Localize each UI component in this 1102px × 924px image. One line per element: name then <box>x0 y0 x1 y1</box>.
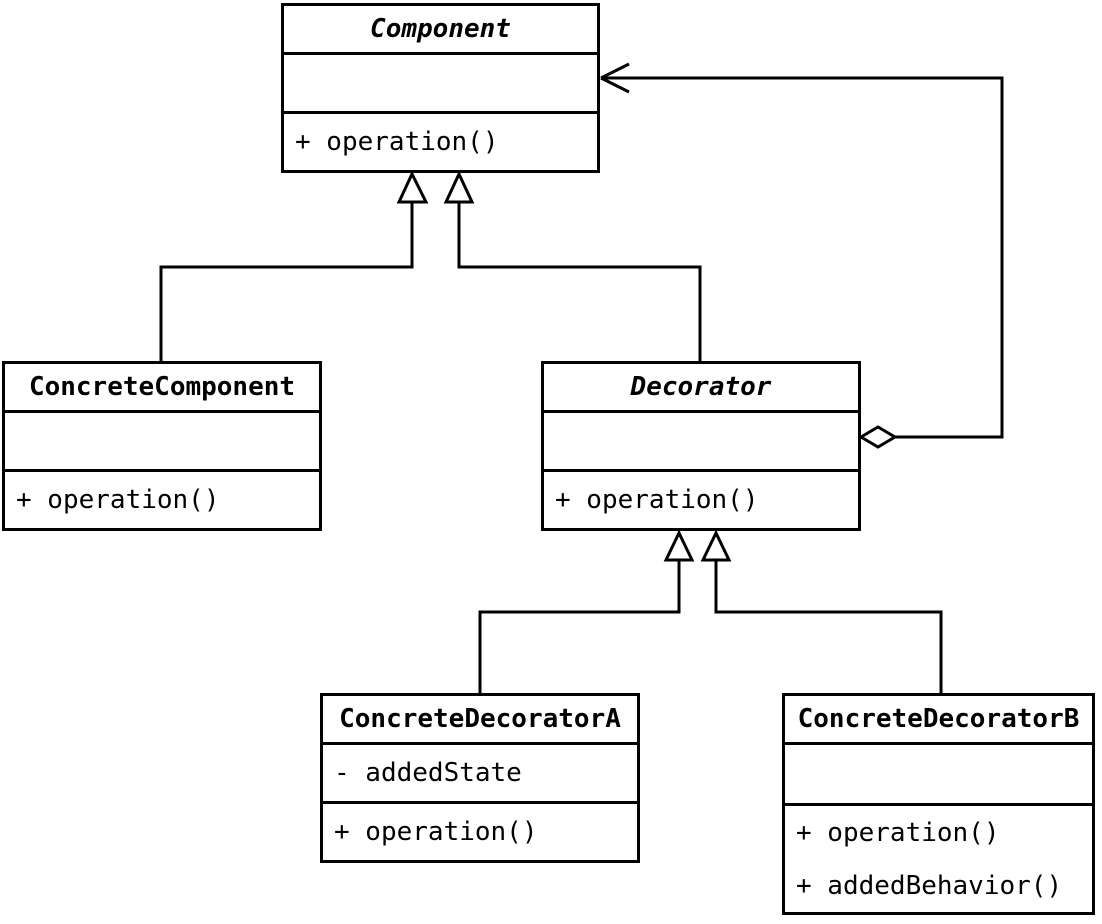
attributes-section <box>284 52 597 111</box>
method-label: + operation() <box>555 485 759 515</box>
generalization-triangle-icon <box>443 170 475 204</box>
class-box-decorator: Decorator + operation() <box>541 361 861 531</box>
generalization-triangle-icon <box>700 529 732 562</box>
aggregation-line-decorator-component <box>601 76 1004 439</box>
method-label: + operation() <box>334 817 538 847</box>
aggregation-diamond-icon <box>858 425 898 449</box>
class-name: Component <box>370 14 511 44</box>
class-box-component: Component + operation() <box>281 3 600 173</box>
generalization-triangle-icon <box>396 170 429 204</box>
generalization-line-concretedecoratora-decorator <box>478 560 681 694</box>
attributes-section <box>544 410 858 469</box>
class-name: ConcreteComponent <box>28 372 296 402</box>
attribute-label: - addedState <box>334 758 522 788</box>
generalization-line-concretecomponent-component <box>159 202 414 362</box>
methods-section: + operation() <box>5 469 319 528</box>
method-label: + operation() <box>796 817 1000 848</box>
class-name: Decorator <box>630 372 772 402</box>
generalization-line-decorator-component <box>457 202 702 362</box>
method-label: + operation() <box>16 485 220 515</box>
open-arrowhead-icon <box>600 62 630 94</box>
class-name: ConcreteDecoratorA <box>339 704 621 734</box>
methods-section: + operation() + addedBehavior() <box>785 803 1092 912</box>
class-name: ConcreteDecoratorB <box>797 704 1080 734</box>
class-box-concrete-component: ConcreteComponent + operation() <box>2 361 322 531</box>
methods-section: + operation() <box>284 111 597 170</box>
method-label: + addedBehavior() <box>796 870 1063 901</box>
class-box-concrete-decorator-b: ConcreteDecoratorB + operation() + added… <box>782 693 1095 915</box>
generalization-triangle-icon <box>663 529 695 562</box>
methods-section: + operation() <box>544 469 858 528</box>
generalization-line-concretedecoratorb-decorator <box>714 560 943 694</box>
attributes-section <box>5 410 319 469</box>
attributes-section: - addedState <box>323 742 637 801</box>
methods-section: + operation() <box>323 801 637 860</box>
attributes-section <box>785 742 1092 803</box>
class-box-concrete-decorator-a: ConcreteDecoratorA - addedState + operat… <box>320 693 640 863</box>
method-label: + operation() <box>295 127 499 157</box>
